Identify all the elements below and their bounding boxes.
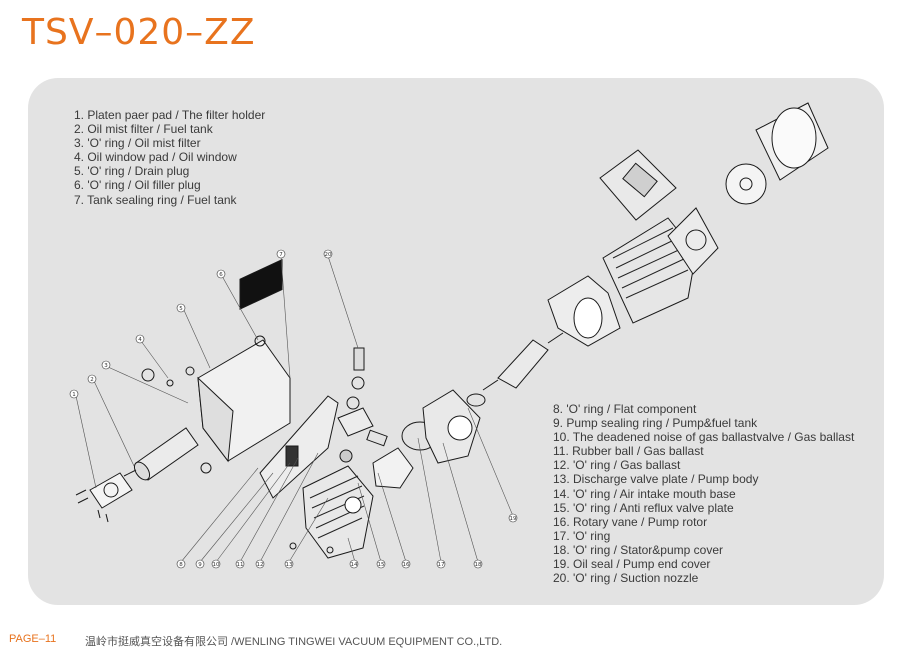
page-number: PAGE–11: [9, 633, 57, 645]
motor-body-part: [602, 217, 697, 324]
svg-text:9: 9: [198, 562, 202, 568]
legend-item: 19. Oil seal / Pump end cover: [553, 557, 711, 572]
pump-end-cover-part: [366, 421, 439, 489]
legend-item: 5. 'O' ring / Drain plug: [74, 164, 190, 179]
callout-16: 16: [401, 559, 411, 569]
svg-text:2: 2: [90, 377, 94, 383]
end-bell-part: [667, 207, 719, 275]
callout-2: 2: [87, 374, 97, 384]
svg-text:14: 14: [351, 562, 358, 568]
svg-text:10: 10: [213, 562, 220, 568]
svg-text:19: 19: [510, 516, 517, 522]
terminal-box-part: [599, 149, 677, 221]
svg-text:3: 3: [104, 363, 108, 369]
callout-13: 13: [284, 559, 294, 569]
legend-item: 16. Rotary vane / Pump rotor: [553, 514, 708, 529]
flat-component-part: [259, 395, 339, 499]
svg-text:15: 15: [378, 562, 385, 568]
legend-item: 15. 'O' ring / Anti reflux valve plate: [553, 500, 734, 515]
svg-text:8: 8: [179, 562, 183, 568]
legend-item: 1. Platen paer pad / The filter holder: [74, 108, 266, 122]
suction-nozzle-part: [337, 347, 374, 463]
legend-item: 17. 'O' ring: [553, 528, 611, 543]
legend-item: 4. Oil window pad / Oil window: [74, 150, 237, 165]
legend-item: 6. 'O' ring / Oil filler plug: [74, 178, 201, 193]
parts-legend-top: 1. Platen paer pad / The filter holder 2…: [74, 108, 265, 207]
svg-text:11: 11: [237, 562, 244, 568]
callout-9: 9: [195, 559, 205, 569]
callout-11: 11: [235, 559, 245, 569]
callout-6: 6: [216, 269, 226, 279]
svg-text:12: 12: [257, 562, 264, 568]
oil-mist-filter-part: [123, 427, 199, 481]
callout-14: 14: [349, 559, 359, 569]
svg-text:16: 16: [403, 562, 410, 568]
callout-10: 10: [211, 559, 221, 569]
callout-8: 8: [176, 559, 186, 569]
fuel-tank-part: [141, 258, 291, 474]
callout-5: 5: [176, 303, 186, 313]
svg-text:18: 18: [475, 562, 482, 568]
svg-text:20: 20: [325, 252, 332, 258]
svg-text:7: 7: [279, 252, 283, 258]
page-title: TSV–020–ZZ: [22, 12, 256, 53]
svg-text:4: 4: [138, 337, 142, 343]
svg-text:5: 5: [179, 306, 183, 312]
filter-holder-part: [75, 472, 133, 523]
svg-text:13: 13: [286, 562, 293, 568]
legend-item: 2. Oil mist filter / Fuel tank: [74, 122, 213, 137]
parts-legend-bottom: 8. 'O' ring / Flat component 9. Pump sea…: [553, 402, 854, 585]
legend-item: 12. 'O' ring / Gas ballast: [553, 458, 681, 473]
callout-19: 19: [508, 513, 518, 523]
callout-15: 15: [376, 559, 386, 569]
fan-part: [725, 163, 767, 205]
pump-body-part: [289, 465, 374, 559]
legend-item: 20. 'O' ring / Suction nozzle: [553, 571, 699, 586]
legend-item: 13. Discharge valve plate / Pump body: [553, 472, 759, 487]
legend-item: 9. Pump sealing ring / Pump&fuel tank: [553, 416, 758, 431]
svg-text:17: 17: [438, 562, 445, 568]
fan-cover-part: [755, 102, 829, 181]
callout-3: 3: [101, 360, 111, 370]
callout-markers: 1 2 3 4 5 6 7 8 9 10 11 12 13 14 15 16 1…: [69, 249, 518, 569]
legend-item: 18. 'O' ring / Stator&pump cover: [553, 542, 723, 557]
legend-item: 11. Rubber ball / Gas ballast: [553, 444, 704, 459]
exploded-view-diagram: 1 2 3 4 5 6 7 8 9 10 11 12 13 14 15 16 1…: [69, 102, 829, 569]
company-name: 温岭市挺威真空设备有限公司 /WENLING TINGWEI VACUUM EQ…: [85, 636, 503, 648]
legend-item: 3. 'O' ring / Oil mist filter: [74, 136, 201, 151]
callout-18: 18: [473, 559, 483, 569]
legend-item: 8. 'O' ring / Flat component: [553, 402, 697, 416]
svg-text:1: 1: [72, 392, 76, 398]
callout-12: 12: [255, 559, 265, 569]
legend-item: 7. Tank sealing ring / Fuel tank: [74, 192, 237, 207]
callout-7: 7: [276, 249, 286, 259]
rotor-part: [482, 332, 564, 391]
motor-housing-part: [547, 275, 621, 347]
stator-ring-part: [422, 389, 486, 464]
callout-4: 4: [135, 334, 145, 344]
svg-text:6: 6: [219, 272, 223, 278]
callout-17: 17: [436, 559, 446, 569]
callout-1: 1: [69, 389, 79, 399]
legend-item: 14. 'O' ring / Air intake mouth base: [553, 486, 736, 501]
legend-item: 10. The deadened noise of gas ballastval…: [553, 430, 855, 445]
callout-20: 20: [323, 249, 333, 259]
